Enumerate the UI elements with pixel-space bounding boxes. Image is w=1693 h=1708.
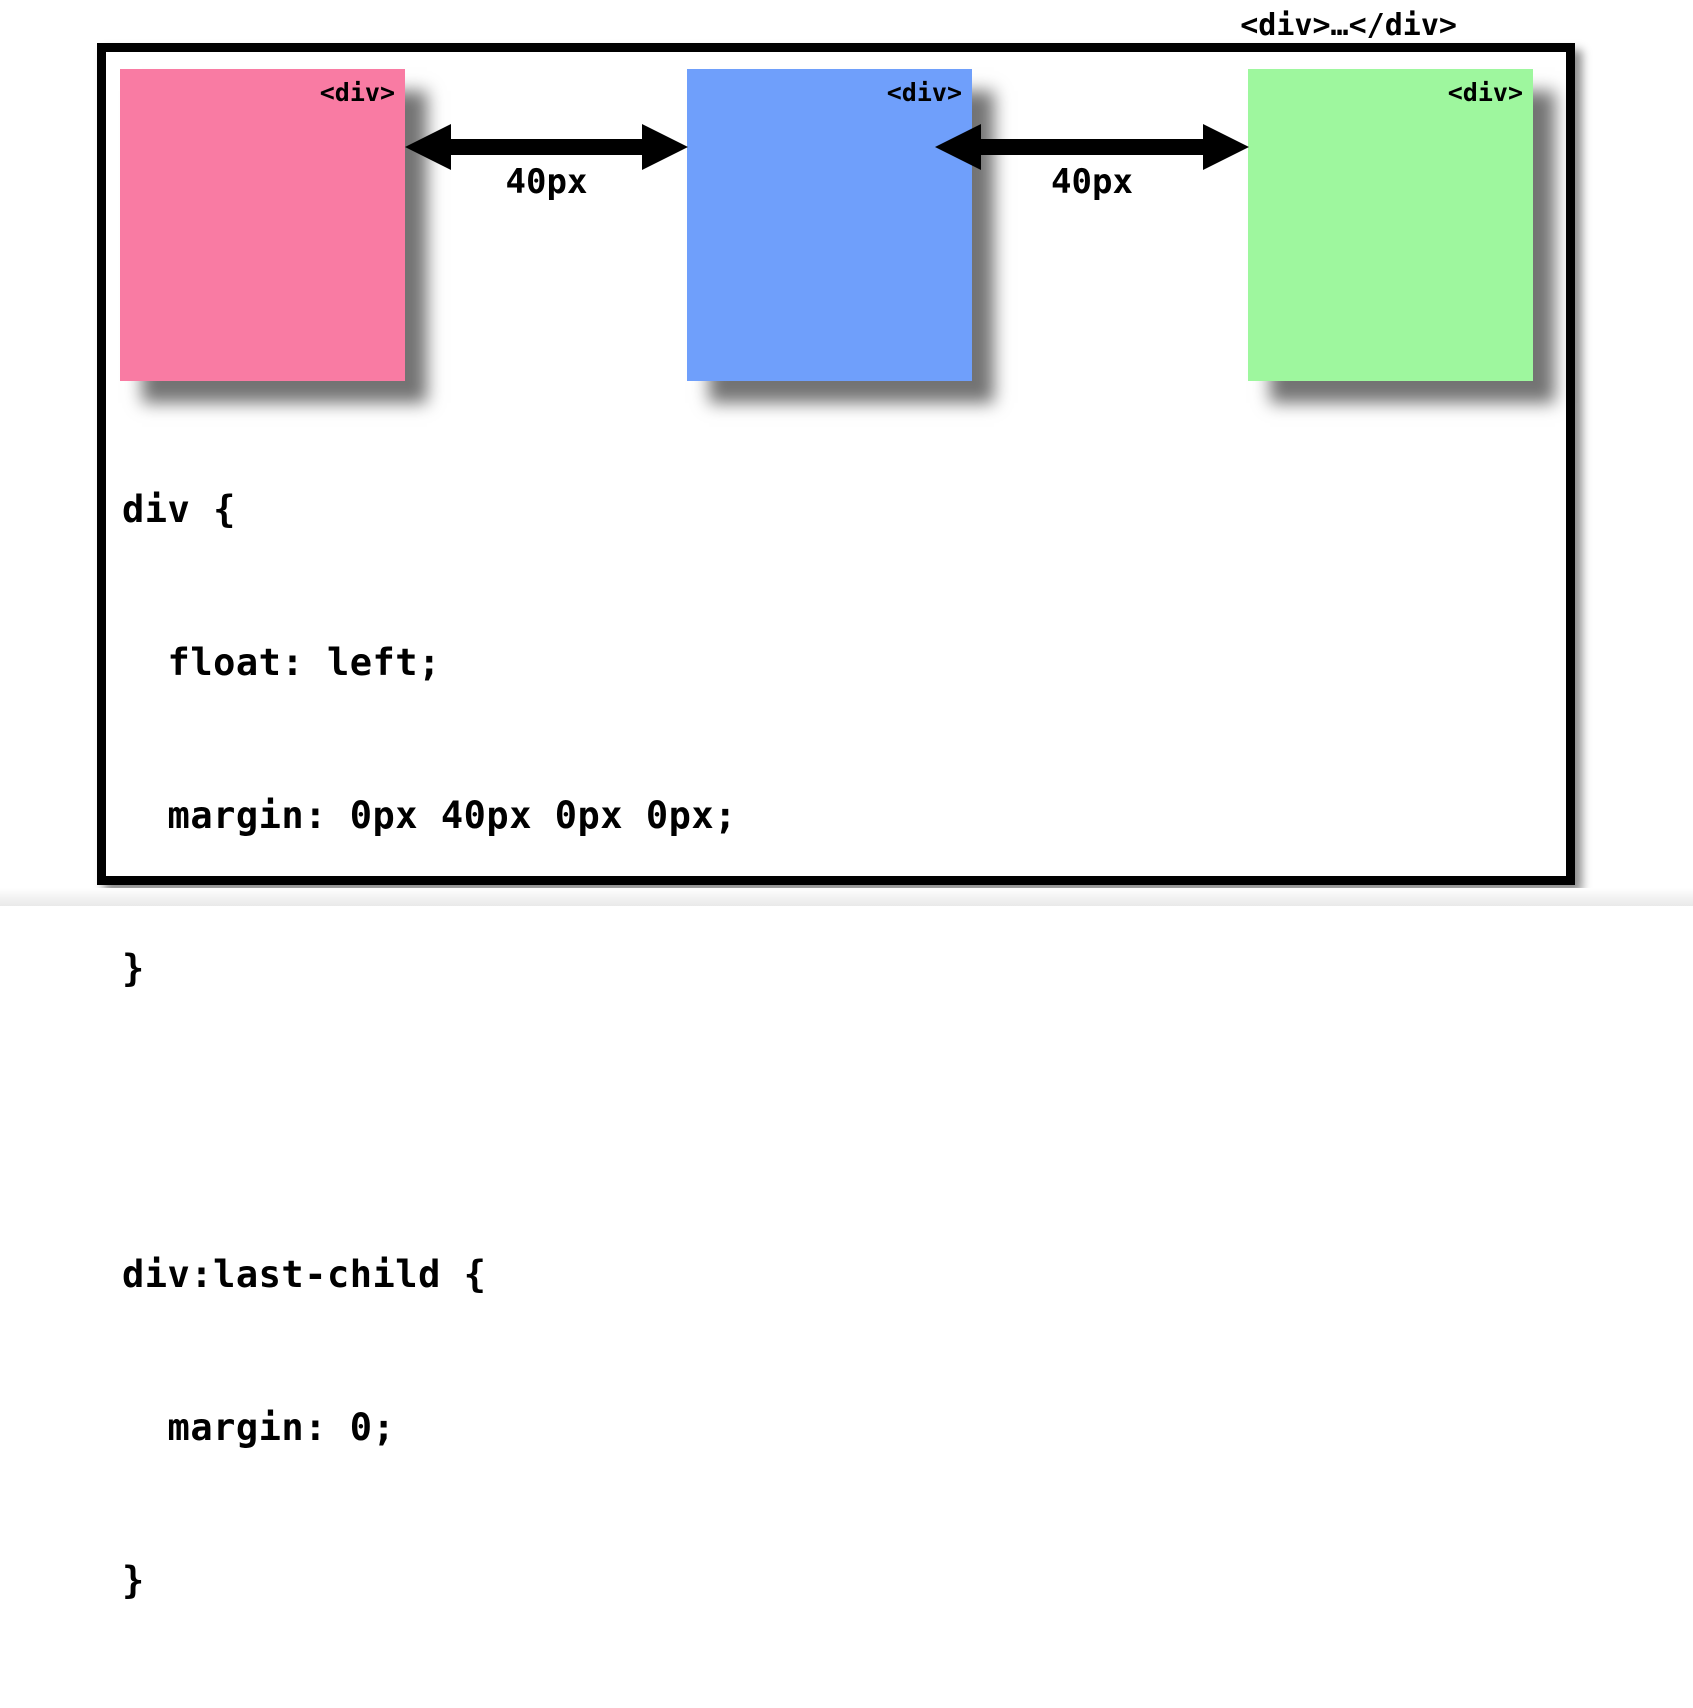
code-line: } — [122, 947, 145, 990]
double-arrow-icon — [405, 124, 688, 170]
pink-div-box-label: <div> — [319, 78, 395, 107]
green-div-box-label: <div> — [1447, 78, 1523, 107]
pink-div-box: <div> — [120, 69, 405, 381]
css-code-block: div { float: left; margin: 0px 40px 0px … — [122, 382, 737, 1708]
gap-arrow-1-label: 40px — [505, 162, 588, 202]
gap-arrow-2 — [935, 124, 1249, 170]
page-bottom-edge — [0, 888, 1693, 906]
diagram-frame: <div> <div> <div> 40px 40px div { float: — [97, 43, 1575, 1602]
code-line: div:last-child { — [122, 1253, 487, 1296]
code-line: float: left; — [122, 641, 441, 684]
page-title: <div>…</div> — [1240, 8, 1457, 43]
code-line: margin: 0; — [122, 1406, 396, 1449]
green-div-box: <div> — [1248, 69, 1533, 381]
blue-div-box-label: <div> — [886, 78, 962, 107]
gap-arrow-2-label: 40px — [1051, 162, 1133, 202]
code-line — [122, 1096, 737, 1147]
blue-div-box: <div> — [687, 69, 972, 381]
diagram-canvas: <div> <div> <div> 40px 40px div { float: — [106, 52, 1566, 1602]
code-line: margin: 0px 40px 0px 0px; — [122, 794, 737, 837]
double-arrow-icon — [935, 124, 1249, 170]
code-line: } — [122, 1559, 145, 1602]
code-line: div { — [122, 488, 236, 531]
gap-arrow-1 — [405, 124, 688, 170]
